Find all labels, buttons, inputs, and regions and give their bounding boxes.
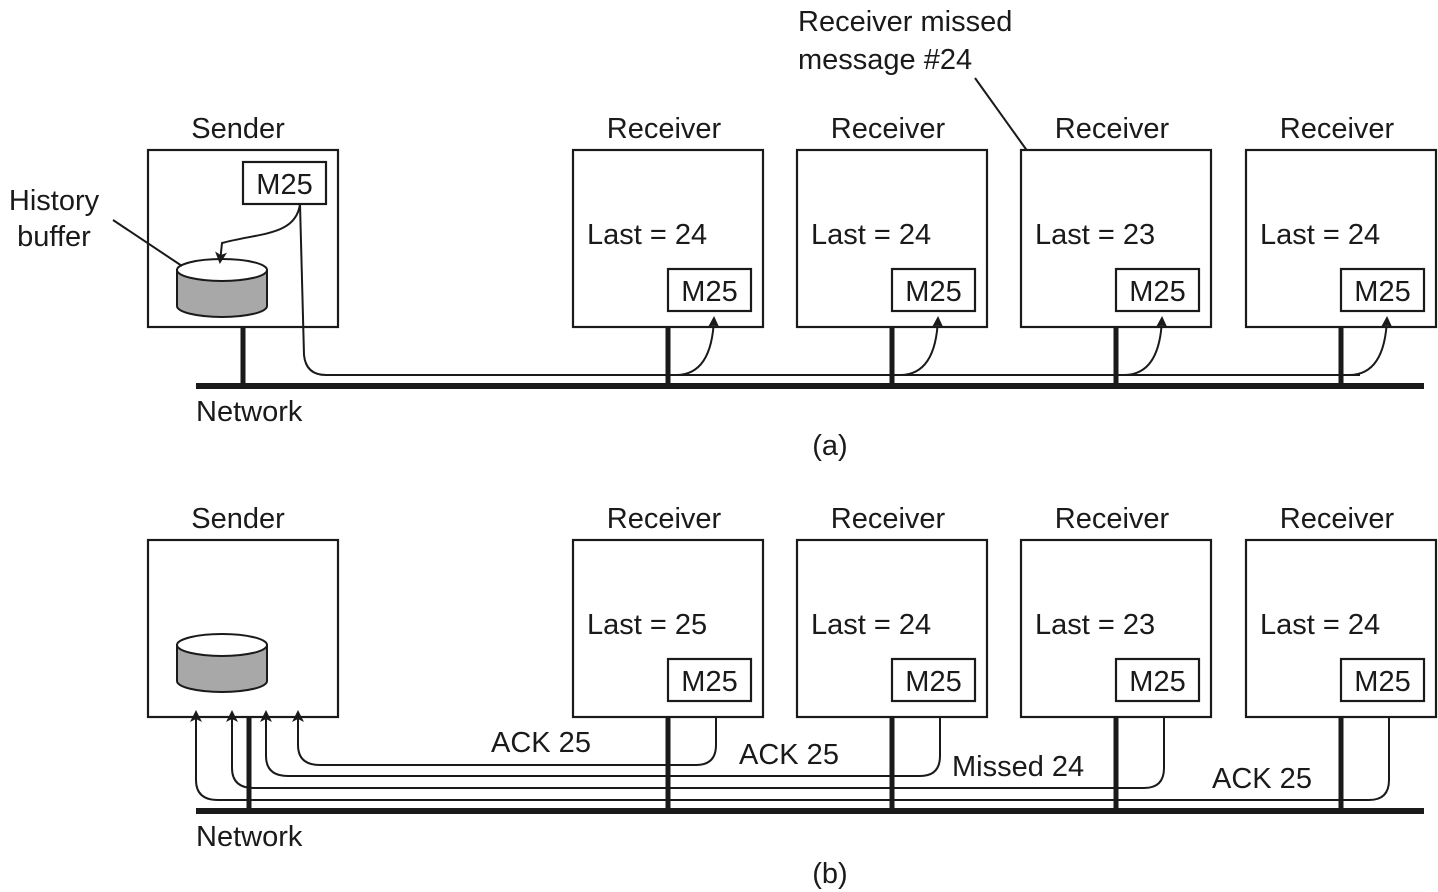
- receiver-message-box: [890, 657, 977, 703]
- receiver-message-box: [1339, 267, 1426, 313]
- receiver-last: Last = 24: [587, 219, 707, 251]
- history-pointer-line: [112, 219, 183, 267]
- sender-message-a: M25: [256, 169, 312, 201]
- reply-label: Missed 24: [952, 751, 1084, 783]
- deliver-arrow: [1123, 316, 1168, 376]
- history-label-line1: History: [9, 185, 100, 217]
- receiver-last: Last = 23: [1035, 609, 1155, 641]
- deliver-arrow: [675, 316, 720, 376]
- network-label-b: Network: [196, 821, 303, 853]
- receiver-message-box: [666, 657, 753, 703]
- receiver-label: Receiver: [1055, 113, 1170, 145]
- receiver-b-4: Receiver Last = 24 M25 ACK 25: [1212, 503, 1438, 811]
- receiver-a-2: Receiver Last = 24 M25: [795, 113, 989, 386]
- receiver-message: M25: [1129, 666, 1185, 698]
- sender-label-b: Sender: [191, 503, 285, 535]
- ack-path-2: [260, 706, 941, 777]
- receiver-message: M25: [905, 276, 961, 308]
- receiver-label: Receiver: [607, 503, 722, 535]
- receiver-a-4: Receiver Last = 24 M25: [1244, 113, 1438, 386]
- history-label-line2: buffer: [17, 221, 91, 253]
- reply-label: ACK 25: [739, 739, 839, 771]
- panel-b: Sender Network Receiver Last = 25 M25 AC…: [146, 503, 1438, 890]
- receiver-b-1: Receiver Last = 25 M25 ACK 25: [491, 503, 765, 811]
- panel-a: Sender M25 History buffer Network Receiv…: [9, 6, 1438, 462]
- receiver-a-3: Receiver Last = 23 M25: [1019, 113, 1213, 386]
- store-arrow-a: [215, 203, 301, 264]
- sender-message-box-a: [241, 160, 328, 206]
- receiver-last: Last = 24: [1260, 219, 1380, 251]
- receiver-a-1: Receiver Last = 24 M25: [571, 113, 765, 386]
- receiver-last: Last = 24: [1260, 609, 1380, 641]
- receiver-label: Receiver: [1280, 113, 1395, 145]
- receiver-last: Last = 24: [811, 219, 931, 251]
- sender-label-a: Sender: [191, 113, 285, 145]
- receiver-label: Receiver: [1280, 503, 1395, 535]
- deliver-arrow: [1348, 316, 1393, 376]
- receiver-last: Last = 23: [1035, 219, 1155, 251]
- receiver-message: M25: [1354, 276, 1410, 308]
- reply-label: ACK 25: [491, 727, 591, 759]
- receiver-label: Receiver: [831, 503, 946, 535]
- network-label-a: Network: [196, 396, 303, 428]
- missed-path-3: [226, 706, 1165, 789]
- reply-label: ACK 25: [1212, 763, 1312, 795]
- receiver-message: M25: [905, 666, 961, 698]
- receiver-label: Receiver: [607, 113, 722, 145]
- receiver-last: Last = 24: [811, 609, 931, 641]
- receiver-b-2: Receiver Last = 24 M25 ACK 25: [739, 503, 989, 811]
- receiver-message-box: [1114, 657, 1201, 703]
- receiver-message: M25: [1354, 666, 1410, 698]
- receiver-message: M25: [1129, 276, 1185, 308]
- receiver-last: Last = 25: [587, 609, 707, 641]
- receiver-message-box: [890, 267, 977, 313]
- receiver-b-3: Receiver Last = 23 M25 Missed 24: [952, 503, 1213, 811]
- annotation-pointer-line: [974, 77, 1029, 153]
- receiver-message-box: [1339, 657, 1426, 703]
- receiver-message-box: [1114, 267, 1201, 313]
- receiver-label: Receiver: [1055, 503, 1170, 535]
- history-buffer-cylinder-a: [176, 258, 268, 318]
- annotation-line2: message #24: [798, 44, 972, 76]
- receiver-label: Receiver: [831, 113, 946, 145]
- history-buffer-cylinder-b: [176, 633, 268, 693]
- ack-path-1: [292, 706, 717, 766]
- receiver-message-box: [666, 267, 753, 313]
- caption-b: (b): [812, 858, 847, 890]
- annotation-line1: Receiver missed: [798, 6, 1012, 38]
- receiver-message: M25: [681, 276, 737, 308]
- receiver-message: M25: [681, 666, 737, 698]
- deliver-arrow: [899, 316, 944, 376]
- caption-a: (a): [812, 430, 847, 462]
- multicast-path-a: [299, 203, 1360, 376]
- ack-path-4: [190, 706, 1390, 801]
